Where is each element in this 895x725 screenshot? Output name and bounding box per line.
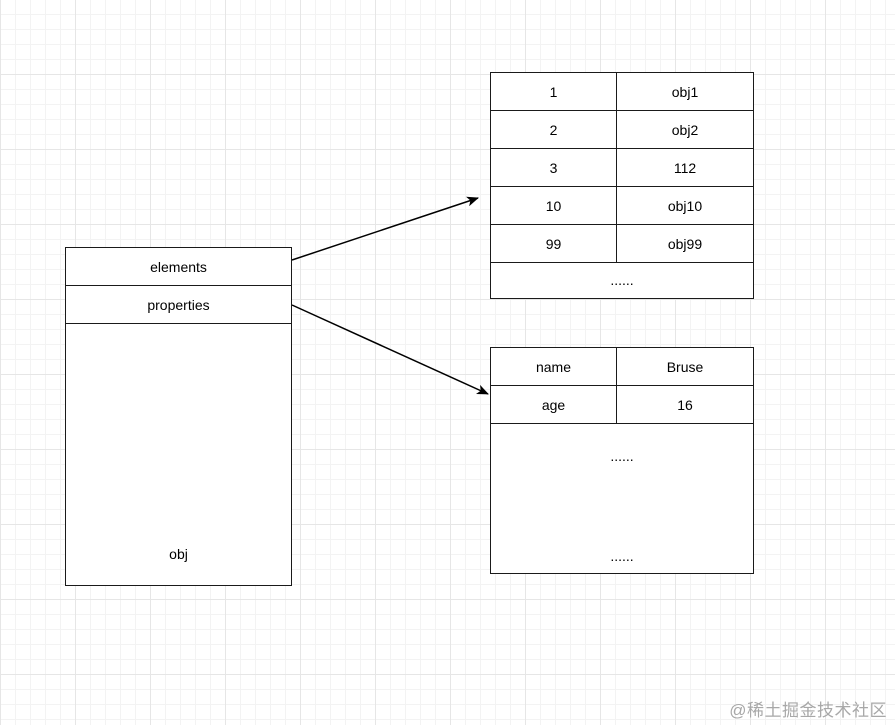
arrow-elements-to-table — [291, 196, 479, 261]
elements-key: 3 — [549, 159, 558, 176]
property-key: name — [535, 358, 572, 375]
table-row: 10 obj10 — [491, 187, 753, 225]
table-row: 3 112 — [491, 149, 753, 187]
property-value: 16 — [616, 386, 753, 423]
elements-key: 1 — [549, 83, 558, 100]
properties-ellipsis-2: ...... — [610, 548, 634, 564]
elements-value: obj99 — [616, 225, 753, 262]
elements-table: 1 obj1 2 obj2 3 112 10 obj10 99 obj99 ..… — [490, 72, 754, 299]
elements-value: obj10 — [616, 187, 753, 224]
table-row: name Bruse — [491, 348, 753, 386]
obj-box: elements properties obj — [65, 247, 292, 586]
obj-row-elements-label: elements — [150, 258, 207, 275]
properties-ellipsis-1: ...... — [610, 448, 634, 464]
elements-value: obj2 — [616, 111, 753, 148]
table-row: 2 obj2 — [491, 111, 753, 149]
elements-value: obj1 — [616, 73, 753, 110]
elements-key: 10 — [545, 197, 562, 214]
elements-footer-ellipsis: ...... — [610, 272, 634, 288]
watermark: @稀土掘金技术社区 — [729, 701, 887, 720]
property-value: Bruse — [616, 348, 753, 385]
elements-key: 99 — [545, 235, 562, 252]
table-row: 99 obj99 — [491, 225, 753, 263]
obj-label: obj — [169, 546, 188, 562]
obj-row-elements: elements — [66, 248, 291, 286]
elements-value: 112 — [616, 149, 753, 186]
obj-row-properties-label: properties — [147, 296, 210, 313]
property-key: age — [541, 396, 566, 413]
obj-row-properties: properties — [66, 286, 291, 324]
table-row: age 16 — [491, 386, 753, 424]
arrow-properties-to-table — [291, 304, 489, 395]
properties-table: name Bruse age 16 ...... ...... — [490, 347, 754, 574]
table-row: 1 obj1 — [491, 73, 753, 111]
elements-key: 2 — [549, 121, 558, 138]
